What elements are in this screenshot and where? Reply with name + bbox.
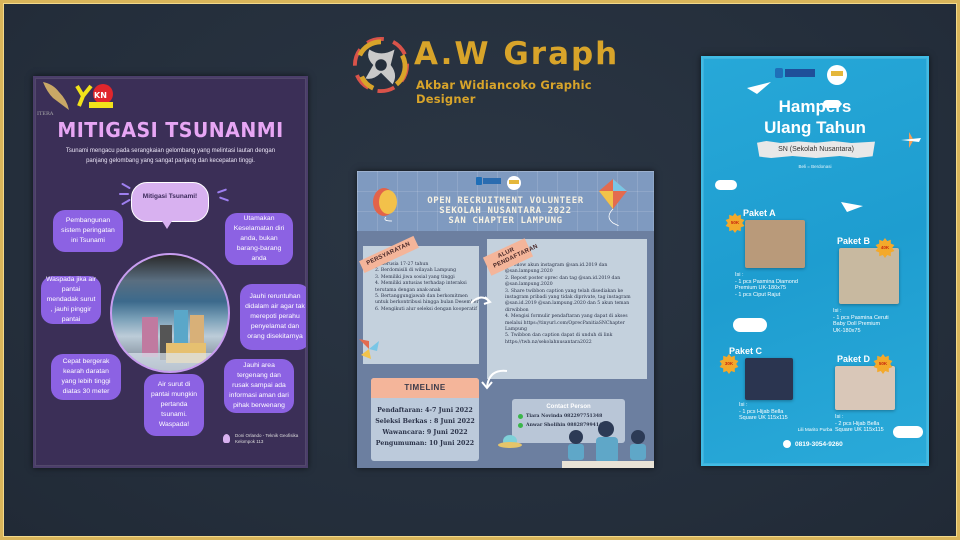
lightbulb-icon bbox=[223, 434, 230, 443]
poster-credit: Doni Orlando - Teknik Geofisika Kelompok… bbox=[235, 433, 299, 444]
whatsapp-icon bbox=[518, 423, 523, 428]
phone-icon bbox=[783, 440, 791, 448]
tip-bubble: Air surut di pantai mungkin pertanda tsu… bbox=[144, 374, 204, 436]
price-label: 50K bbox=[878, 361, 888, 366]
spark-decoration bbox=[216, 188, 228, 194]
cloud-decoration bbox=[823, 100, 841, 108]
poster-open-recruitment[interactable]: OPEN RECRUITMENT VOLUNTEER SEKOLAH NUSAN… bbox=[357, 171, 654, 468]
timeline-row: Pengumuman: 10 Juni 2022 bbox=[375, 440, 475, 447]
brand-title: A.W Graph bbox=[414, 36, 620, 72]
poster-tagline: Beli = Berdonasi bbox=[798, 164, 832, 169]
spark-decoration bbox=[218, 196, 230, 202]
sekolah-nusantara-logos-icon bbox=[476, 176, 521, 190]
package-d-photo bbox=[835, 366, 895, 410]
tip-bubble: Pembangunan sistem peringatan ini Tsunam… bbox=[53, 210, 123, 252]
brand-subtitle: Akbar Widiancoko Graphic Designer bbox=[416, 78, 592, 106]
package-a-photo bbox=[745, 220, 805, 268]
price-badge bbox=[873, 354, 893, 374]
tip-bubble: Waspada jika air pantai mendadak surut ,… bbox=[41, 276, 101, 324]
cloud-decoration bbox=[715, 180, 737, 190]
kkn-itera-logo-icon: KN bbox=[75, 84, 113, 108]
contact-row: Anwar Sholihin 088287994141 bbox=[518, 423, 625, 428]
aw-graph-logo-icon bbox=[352, 36, 410, 94]
brand-header: A.W Graph Akbar Widiancoko Graphic Desig… bbox=[352, 34, 642, 106]
ufo-icon bbox=[498, 435, 522, 448]
price-badge bbox=[725, 213, 745, 233]
svg-text:KN: KN bbox=[94, 91, 107, 100]
poster-title: OPEN RECRUITMENT VOLUNTEER SEKOLAH NUSAN… bbox=[427, 196, 584, 226]
timeline-row: Wawancara: 9 Juni 2022 bbox=[382, 429, 468, 436]
poster-intro: Tsunami mengacu pada serangkaian gelomba… bbox=[65, 148, 276, 164]
arrow-curve-icon bbox=[481, 369, 508, 390]
price-label: 30K bbox=[724, 361, 734, 366]
itera-logo-text: ITERA bbox=[37, 111, 54, 117]
poster-title: MITIGASI TSUNANMI bbox=[57, 118, 284, 142]
package-title: Paket B bbox=[837, 236, 871, 246]
requirements-list: 1. Berusia 17-27 tahun 2. Berdomisili di… bbox=[375, 262, 479, 312]
requirements-card: 1. Berusia 17-27 tahun 2. Berdomisili di… bbox=[363, 246, 479, 364]
kite-icon bbox=[599, 179, 627, 227]
cloud-decoration bbox=[893, 426, 923, 438]
paper-plane-icon bbox=[747, 82, 771, 94]
price-badge bbox=[719, 354, 739, 374]
timeline-row: Seleksi Berkas : 8 Juni 2022 bbox=[375, 418, 475, 425]
kids-reading-illustration bbox=[562, 421, 654, 468]
registration-flow-list: 1. Follow akun instagram @san.id.2019 da… bbox=[505, 263, 631, 345]
center-speech-bubble: Mitigasi Tsunami! bbox=[131, 182, 209, 229]
timeline-card: TIMELINE Pendaftaran: 4-7 Juni 2022 Sele… bbox=[371, 378, 479, 461]
package-title: Paket A bbox=[743, 208, 776, 218]
package-title: Paket C bbox=[729, 346, 763, 356]
airplane-icon bbox=[901, 132, 921, 148]
arrow-right-icon bbox=[470, 296, 492, 305]
timeline-row: Pendaftaran: 4-7 Juni 2022 bbox=[377, 407, 473, 414]
package-description: Isi : - 1 pcs Pasmina Diamond Premium UK… bbox=[735, 272, 798, 298]
poster-hampers-ulang-tahun[interactable]: Hampers Ulang Tahun SN (Sekolah Nusantar… bbox=[701, 56, 929, 466]
timeline-title: TIMELINE bbox=[371, 378, 479, 398]
tsunami-city-illustration bbox=[110, 253, 230, 373]
poster-mitigasi-tsunami[interactable]: ITERA KN MITIGASI TSUNANMI Tsunami menga… bbox=[33, 76, 308, 468]
package-b-photo bbox=[839, 248, 899, 304]
package-description: Isi : - 2 pcs Hijab Bella Square UK 115x… bbox=[835, 414, 884, 433]
contact-phone: 0819-3054-9260 bbox=[783, 440, 843, 448]
contact-row: Tiara Novinda 082297751348 bbox=[518, 414, 625, 419]
cloud-decoration bbox=[733, 318, 767, 332]
tip-bubble: Utamakan Keselamatan diri anda, bukan ba… bbox=[225, 213, 293, 265]
contact-title: Contact Person bbox=[546, 404, 591, 410]
paper-plane-icon bbox=[841, 202, 863, 212]
package-c-photo bbox=[745, 358, 793, 400]
pinwheel-icon bbox=[359, 339, 379, 359]
yoyo-icon bbox=[373, 188, 397, 222]
showcase-frame: A.W Graph Akbar Widiancoko Graphic Desig… bbox=[3, 3, 957, 537]
itera-logo-icon bbox=[43, 82, 69, 110]
spark-decoration bbox=[119, 193, 129, 195]
whatsapp-icon bbox=[518, 414, 523, 419]
package-title: Paket D bbox=[837, 354, 871, 364]
poster-title: Hampers Ulang Tahun bbox=[764, 97, 866, 137]
sekolah-nusantara-logos-icon bbox=[775, 65, 847, 85]
tip-bubble: Jauhi area tergenang dan rusak sampai ad… bbox=[224, 359, 294, 413]
contact-name: Lili Marito Purba bbox=[797, 428, 833, 433]
price-label: 40K bbox=[880, 245, 890, 250]
price-badge bbox=[875, 238, 895, 258]
tip-bubble: Jauhi reruntuhan didalam air agar tak me… bbox=[240, 284, 306, 350]
spark-decoration bbox=[121, 198, 131, 206]
tip-bubble: Cepat bergerak kearah daratan yang lebih… bbox=[51, 354, 121, 400]
price-label: 50K bbox=[730, 220, 740, 225]
package-description: Isi : - 1 pcs Hijab Bella Square UK 115x… bbox=[739, 402, 788, 421]
spark-decoration bbox=[121, 182, 131, 190]
package-description: Isi : - 1 pcs Pasmina Ceruti Baby Doll P… bbox=[833, 308, 889, 334]
poster-subtitle: SN (Sekolah Nusantara) bbox=[757, 141, 875, 158]
